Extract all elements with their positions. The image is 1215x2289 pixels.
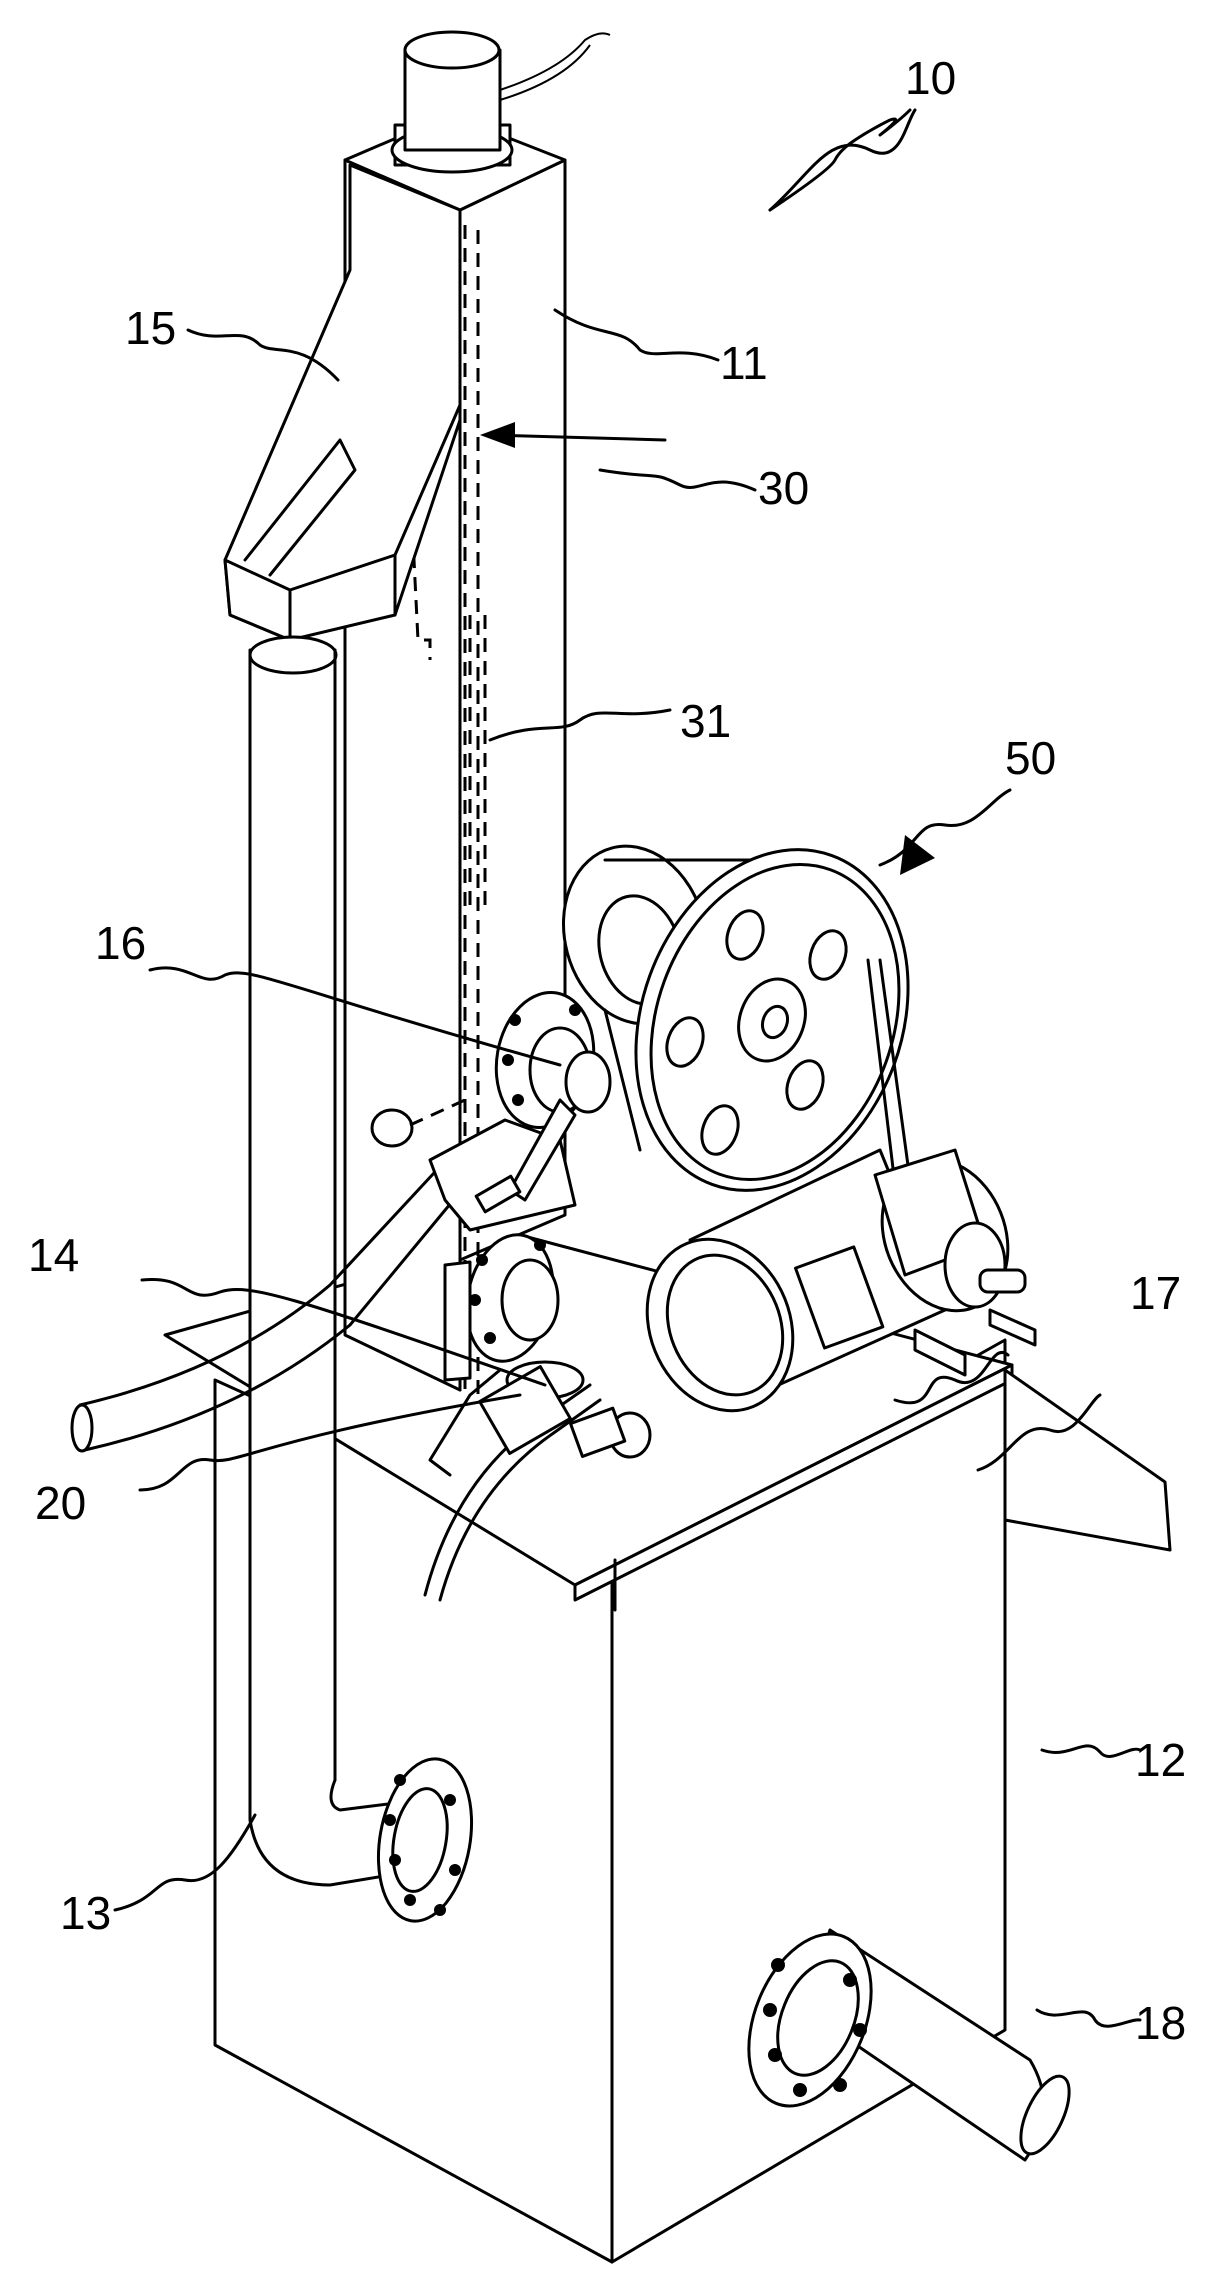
- label-18: 18: [1135, 1997, 1187, 2049]
- drive-motor: [645, 1148, 1037, 1413]
- flange-14: [443, 1233, 560, 1382]
- label-11: 11: [720, 337, 768, 389]
- label-14: 14: [28, 1229, 80, 1281]
- guard-fin: [1003, 1368, 1172, 1552]
- hood: [223, 163, 462, 642]
- outlet-pipe: [747, 1928, 1071, 2162]
- label-12: 12: [1135, 1734, 1187, 1786]
- top-motor: [390, 30, 611, 174]
- label-13: 13: [60, 1887, 112, 1939]
- label-30: 30: [758, 462, 810, 514]
- label-16: 16: [95, 917, 147, 969]
- vertical-pipe: [248, 635, 474, 1923]
- label-17: 17: [1130, 1267, 1182, 1319]
- label-10: 10: [905, 52, 957, 104]
- label-20: 20: [35, 1477, 87, 1529]
- label-31: 31: [680, 695, 732, 747]
- drive-assembly: [561, 844, 912, 1192]
- leader-lines: [113, 108, 1142, 2028]
- label-50: 50: [1005, 732, 1057, 784]
- label-15: 15: [125, 302, 177, 354]
